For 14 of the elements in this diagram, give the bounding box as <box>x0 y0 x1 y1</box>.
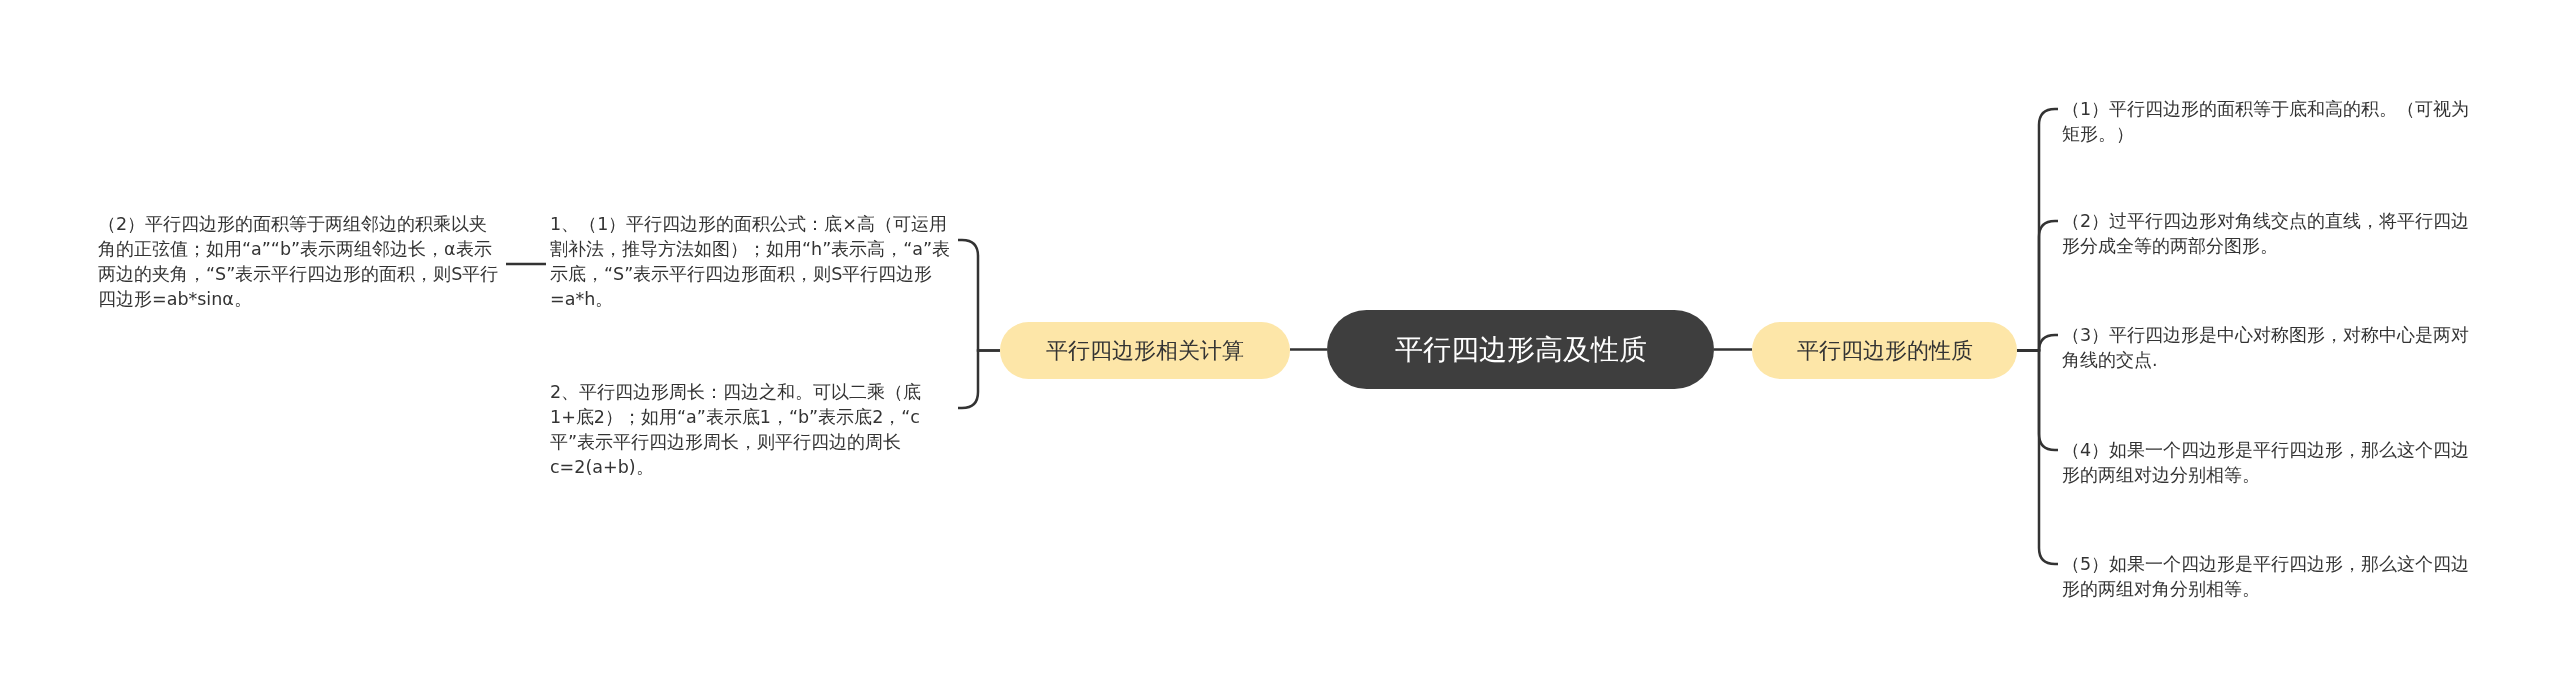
connector-line <box>1290 348 1327 351</box>
topic-text: （2）过平行四边形对角线交点的直线，将平行四边形分成全等的两部分图形。 <box>2058 207 2478 263</box>
topic-text: （5）如果一个四边形是平行四边形，那么这个四边形的两组对角分别相等。 <box>2058 550 2478 606</box>
topic-text: （1）平行四边形的面积等于底和高的积。（可视为矩形。） <box>2058 95 2478 151</box>
connector-line <box>1714 348 1752 351</box>
connector-line <box>506 262 546 266</box>
topic-text: （2）平行四边形的面积等于两组邻边的积乘以夹角的正弦值；如用“a”“b”表示两组邻边长，α表示两边的夹角，“S”表示平行四边形的面积，则S平行四边形=ab*sinα。 <box>94 210 506 318</box>
branch-topic: 平行四边形相关计算 <box>1000 322 1290 379</box>
branch-topic: 平行四边形的性质 <box>1752 322 2017 379</box>
topic-text: 2、平行四边形周长：四边之和。可以二乘（底1+底2）；如用“a”表示底1，“b”表示底2，“c平”表示平行四边形周长，则平行四边的周长c=2(a+b)。 <box>546 378 958 486</box>
central-topic: 平行四边形高及性质 <box>1327 310 1714 389</box>
topic-text: （4）如果一个四边形是平行四边形，那么这个四边形的两组对边分别相等。 <box>2058 436 2478 492</box>
topic-text: 1、（1）平行四边形的面积公式：底×高（可运用割补法，推导方法如图）；如用“h”表示高，“a”表示底，“S”表示平行四边形面积，则S平行四边形=a*h。 <box>546 210 958 318</box>
topic-text: （3）平行四边形是中心对称图形，对称中心是两对角线的交点. <box>2058 321 2478 377</box>
